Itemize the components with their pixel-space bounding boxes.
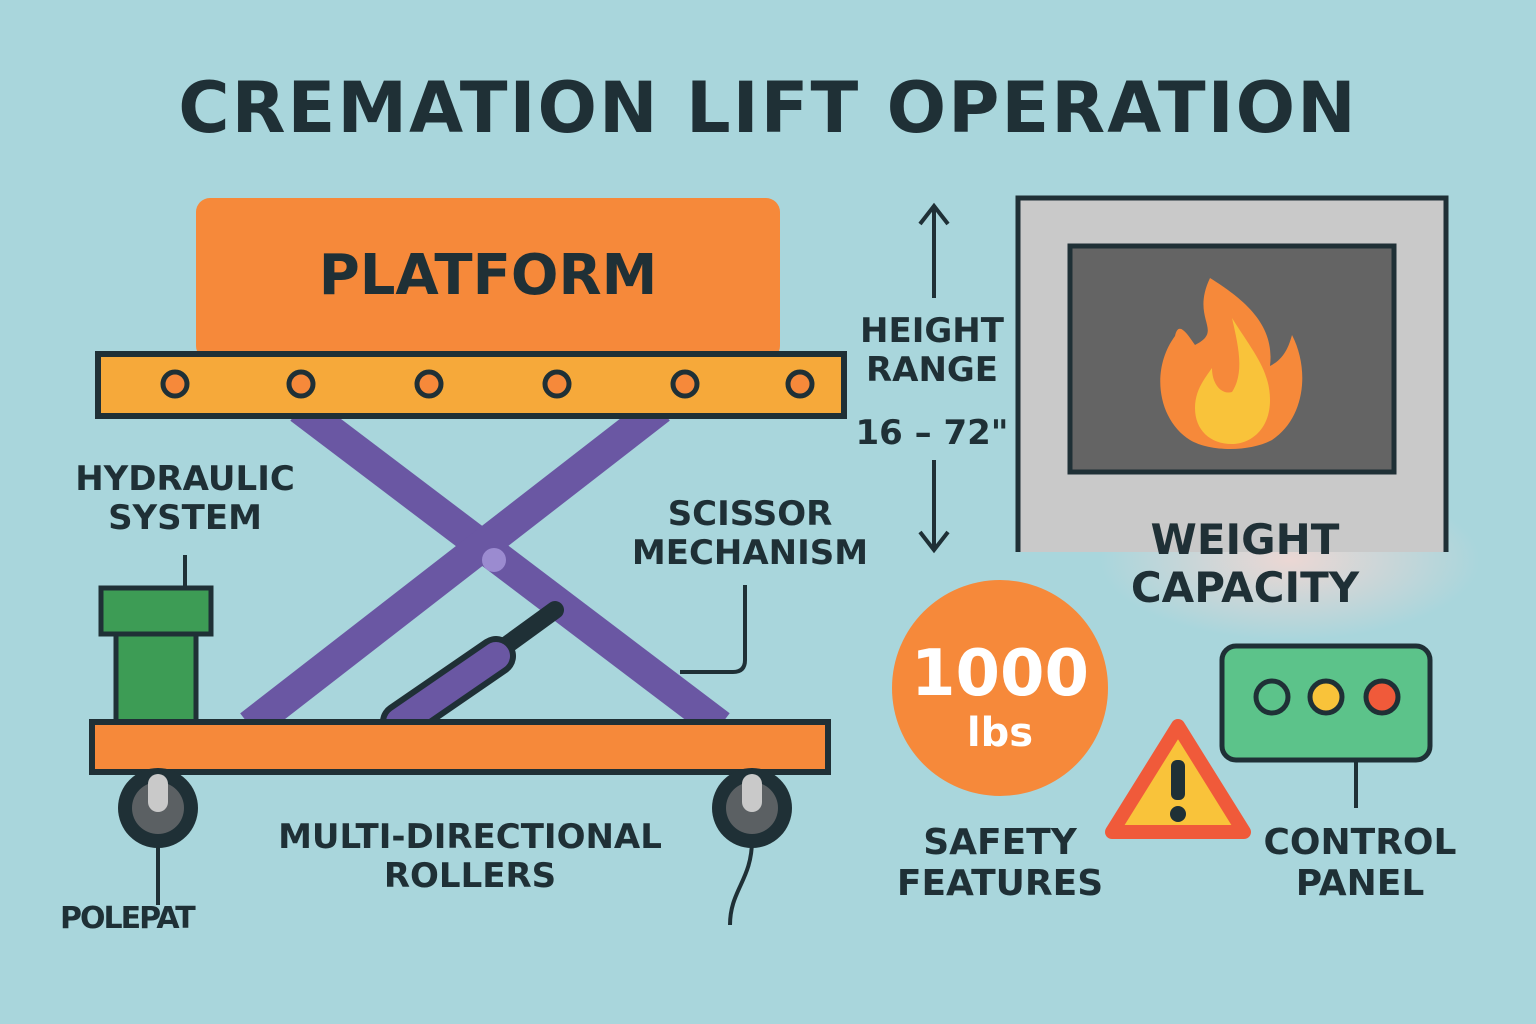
capacity-badge [892, 580, 1108, 796]
rail-bolt [160, 369, 190, 399]
safety-features-label: SAFETY FEATURES [896, 822, 1104, 905]
hydraulic-system-label: HYDRAULIC SYSTEM [75, 459, 295, 539]
control-panel-label: CONTROL PANEL [1263, 822, 1457, 905]
rail-bolt [542, 369, 572, 399]
rail-bolt [286, 369, 316, 399]
control-panel [1219, 643, 1433, 808]
rail-bolt [414, 369, 444, 399]
capacity-value: 1000 [910, 637, 1090, 711]
page-title: CREMATION LIFT OPERATION [178, 67, 1358, 149]
warning-icon [1105, 719, 1251, 839]
rail-bolt [670, 369, 700, 399]
panel-light-green [1253, 678, 1291, 716]
arrow-up-icon [918, 202, 950, 298]
stamp-text: POLEPAT [60, 901, 196, 936]
wheel-icon-left [118, 768, 198, 905]
scissor-mechanism [240, 395, 730, 739]
top-rail [95, 351, 847, 419]
platform-block [196, 198, 780, 360]
rollers-label: MULTI-DIRECTIONAL ROLLERS [278, 817, 662, 897]
base-frame [89, 719, 831, 775]
wheel-icon-right [712, 768, 792, 926]
rail-bolt [785, 369, 815, 399]
capacity-unit: lbs [966, 710, 1034, 756]
hydraulic-cylinder [380, 601, 564, 742]
hydraulic-system-box [98, 555, 214, 729]
platform-label: PLATFORM [318, 243, 658, 308]
scissor-leader-line [680, 585, 747, 674]
weight-capacity-label: WEIGHT CAPACITY [1130, 515, 1360, 613]
height-range-value: 16 – 72" [855, 413, 1009, 453]
flame-icon [1160, 278, 1303, 449]
panel-light-red [1363, 678, 1401, 716]
panel-light-yellow [1307, 678, 1345, 716]
scissor-pivot [482, 548, 506, 572]
scissor-mechanism-label: SCISSOR MECHANISM [631, 494, 869, 574]
height-range-label: HEIGHT RANGE [860, 311, 1004, 391]
arrow-down-icon [918, 460, 950, 554]
